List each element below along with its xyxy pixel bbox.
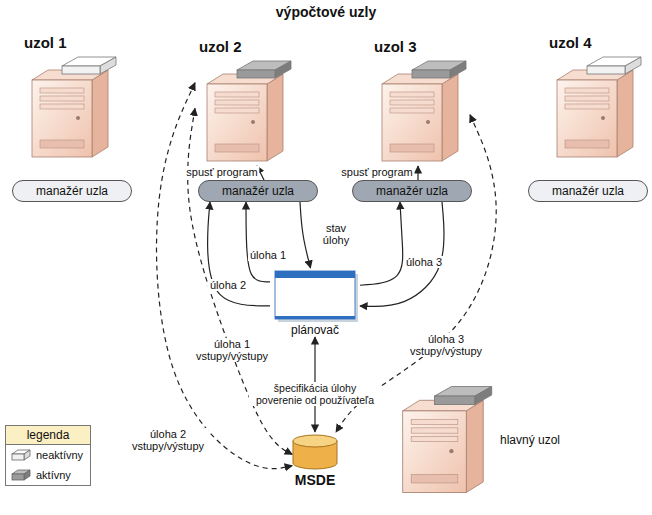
- edge-label: úloha 3: [404, 256, 444, 268]
- node-manager-box: manažér uzla: [198, 180, 318, 202]
- compute-node-server: uzol 4: [545, 34, 645, 162]
- control-arrow: [246, 202, 270, 282]
- scheduler-window: plánovač: [270, 268, 360, 337]
- node-label: manažér uzla: [21, 184, 123, 198]
- node-manager-box: manažér uzla: [352, 180, 472, 202]
- node-manager-box: manažér uzla: [528, 180, 648, 202]
- edge-label: úloha 3 vstupy/výstupy: [406, 333, 486, 357]
- node-label: plánovač: [270, 323, 360, 337]
- legend-heading: legenda: [6, 426, 90, 445]
- control-arrow: [417, 166, 418, 180]
- node-heading: uzol 2: [195, 38, 295, 56]
- scheduler-window-illustration: [270, 268, 360, 323]
- server-illustration: [195, 56, 295, 166]
- node-label: hlavný uzol: [500, 433, 560, 447]
- compute-node-server: uzol 1: [20, 34, 120, 162]
- legend-box: legenda neaktívny aktívny: [5, 425, 91, 486]
- legend-sample: [10, 468, 32, 482]
- control-arrow: [360, 202, 403, 285]
- edge-label: špecifikácia úlohy poverenie od používat…: [249, 382, 381, 406]
- node-label: manažér uzla: [361, 184, 463, 198]
- control-arrow: [360, 202, 444, 307]
- compute-node-server: uzol 2: [195, 38, 295, 166]
- server-illustration: [390, 372, 496, 507]
- server-illustration: [20, 52, 120, 162]
- node-heading: uzol 1: [20, 34, 120, 52]
- node-heading: uzol 4: [545, 34, 645, 52]
- edge-label: úloha 2 vstupy/výstupy: [128, 428, 208, 452]
- node-label: MSDE: [285, 472, 345, 488]
- database-cylinder: MSDE: [285, 432, 345, 488]
- node-manager-box: manažér uzla: [12, 180, 132, 202]
- edge-label: spusť program: [339, 166, 414, 178]
- legend-entry: aktívny: [6, 465, 90, 485]
- compute-node-server: uzol 3: [370, 38, 470, 166]
- database-illustration: [285, 432, 345, 472]
- node-label-holder: hlavný uzol: [500, 433, 560, 447]
- edge-label: úloha 2: [208, 279, 248, 291]
- node-label: manažér uzla: [207, 184, 309, 198]
- control-arrow: [300, 202, 311, 268]
- legend-text: neaktívny: [36, 448, 83, 462]
- legend-sample: [10, 448, 32, 462]
- node-label: manažér uzla: [537, 184, 639, 198]
- edge-label: úloha 1 vstupy/výstupy: [192, 338, 272, 362]
- server-illustration: [545, 52, 645, 162]
- diagram-title: výpočtové uzly: [0, 4, 652, 20]
- edge-label: úloha 1: [248, 249, 288, 261]
- edge-label: stav úlohy: [314, 222, 358, 246]
- server-illustration: [370, 56, 470, 166]
- legend-entry: neaktívny: [6, 445, 90, 465]
- legend-text: aktívny: [36, 468, 71, 482]
- node-heading: uzol 3: [370, 38, 470, 56]
- head-node-server: hlavný uzol: [390, 372, 560, 507]
- edge-label: spusť program: [184, 166, 259, 178]
